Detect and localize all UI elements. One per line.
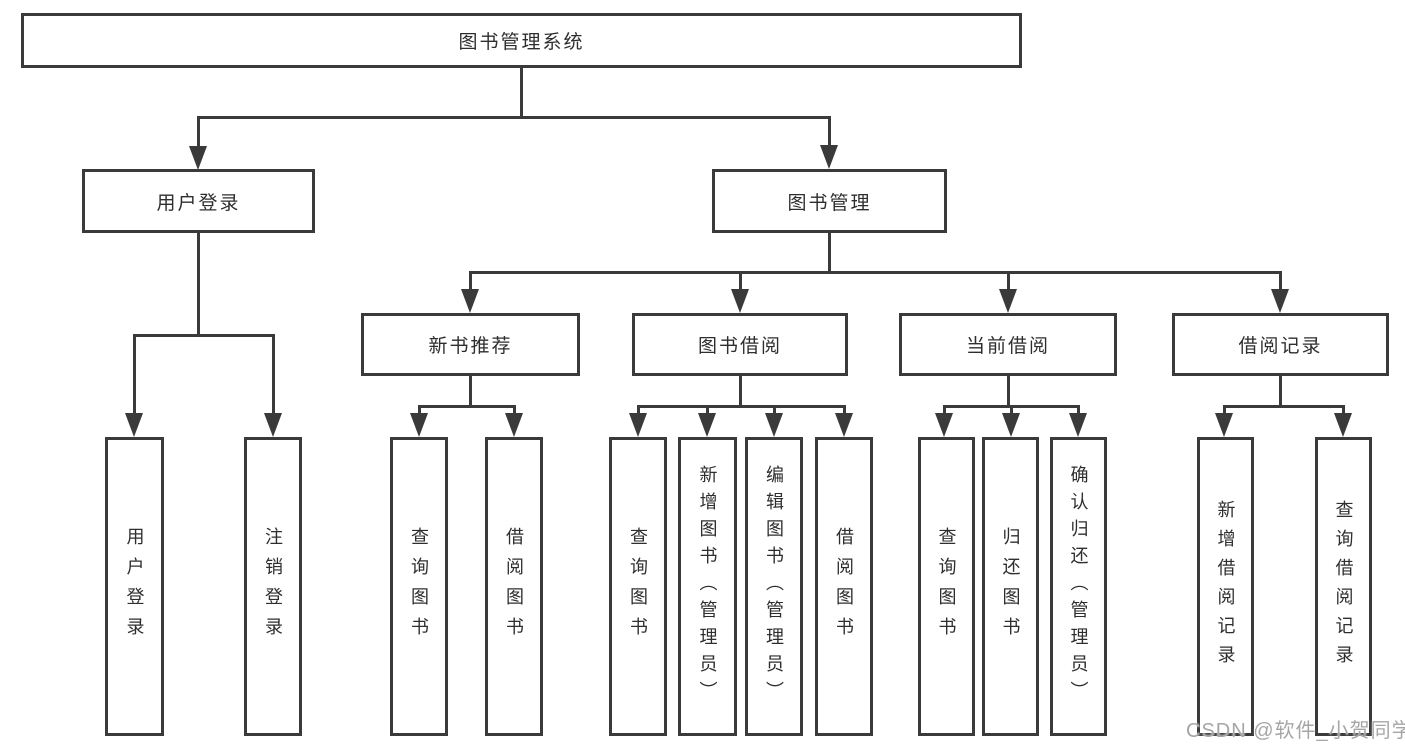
arrow-down-icon bbox=[999, 289, 1017, 313]
node-label: 查询图书 bbox=[409, 526, 429, 647]
arrow-down-icon bbox=[264, 413, 282, 437]
node-label: 查询图书 bbox=[628, 526, 648, 647]
connector-book-management-stem bbox=[828, 233, 831, 274]
node-label: 图书借阅 bbox=[697, 336, 782, 357]
connector-nbr-rail bbox=[418, 405, 516, 408]
connector-arrow-stem bbox=[1007, 271, 1010, 291]
arrow-down-icon bbox=[1334, 413, 1352, 437]
arrow-down-icon bbox=[1271, 289, 1289, 313]
leaf-user-login: 用户登录 bbox=[105, 437, 164, 736]
connector-cb-stem bbox=[1007, 376, 1010, 407]
node-label: 新书推荐 bbox=[428, 336, 513, 357]
arrow-down-icon bbox=[629, 413, 647, 437]
leaf-br-query-record: 查询借阅记录 bbox=[1315, 437, 1372, 736]
node-label: 确认归还（管理员） bbox=[1068, 465, 1089, 708]
connector-arrow-stem bbox=[272, 334, 275, 416]
connector-arrow-stem bbox=[1077, 405, 1080, 419]
arrow-down-icon bbox=[410, 413, 428, 437]
arrow-down-icon bbox=[1069, 413, 1087, 437]
leaf-bb-edit-books-admin: 编辑图书（管理员） bbox=[745, 437, 803, 736]
node-label: 当前借阅 bbox=[965, 336, 1050, 357]
leaf-logout: 注销登录 bbox=[244, 437, 302, 736]
arrow-down-icon bbox=[765, 413, 783, 437]
node-label: 查询借阅记录 bbox=[1333, 499, 1354, 674]
leaf-bb-borrow-books: 借阅图书 bbox=[815, 437, 873, 736]
node-label: 用户登录 bbox=[124, 526, 145, 647]
node-label: 查询图书 bbox=[936, 526, 957, 647]
connector-bb-rail bbox=[637, 405, 846, 408]
arrow-down-icon bbox=[505, 413, 523, 437]
connector-arrow-stem bbox=[418, 405, 421, 419]
node-book-borrowing: 图书借阅 bbox=[632, 313, 848, 376]
node-label: 借阅图书 bbox=[834, 526, 854, 647]
connector-arrow-stem bbox=[1279, 271, 1282, 291]
connector-arrow-stem bbox=[1223, 405, 1226, 419]
arrow-down-icon bbox=[731, 289, 749, 313]
connector-arrow-stem bbox=[828, 116, 831, 150]
node-label: 图书管理系统 bbox=[458, 32, 585, 53]
connector-arrow-stem bbox=[469, 271, 472, 291]
arrow-down-icon bbox=[125, 413, 143, 437]
node-label: 归还图书 bbox=[1000, 526, 1021, 647]
connector-user-login-rail bbox=[133, 334, 275, 337]
arrow-down-icon bbox=[461, 289, 479, 313]
leaf-nbr-borrow-books: 借阅图书 bbox=[485, 437, 543, 736]
arrow-down-icon bbox=[820, 145, 838, 169]
node-label: 借阅图书 bbox=[504, 526, 524, 647]
node-new-book-recommendation: 新书推荐 bbox=[361, 313, 580, 376]
connector-user-login-stem bbox=[197, 233, 200, 336]
node-current-borrowing: 当前借阅 bbox=[899, 313, 1117, 376]
connector-bb-stem bbox=[739, 376, 742, 407]
csdn-watermark: CSDN @软件_小贺同学 bbox=[1186, 720, 1405, 742]
leaf-cb-confirm-return-admin: 确认归还（管理员） bbox=[1050, 437, 1107, 736]
leaf-bb-query-books: 查询图书 bbox=[609, 437, 667, 736]
node-user-login: 用户登录 bbox=[82, 169, 315, 233]
connector-arrow-stem bbox=[637, 405, 640, 419]
leaf-cb-return-books: 归还图书 bbox=[982, 437, 1039, 736]
node-label: 注销登录 bbox=[263, 526, 283, 647]
arrow-down-icon bbox=[1215, 413, 1233, 437]
arrow-down-icon bbox=[1002, 413, 1020, 437]
arrow-down-icon bbox=[189, 146, 207, 170]
node-book-management: 图书管理 bbox=[712, 169, 947, 233]
leaf-nbr-query-books: 查询图书 bbox=[390, 437, 448, 736]
connector-nbr-stem bbox=[469, 376, 472, 407]
connector-arrow-stem bbox=[843, 405, 846, 419]
node-label: 编辑图书（管理员） bbox=[764, 465, 784, 708]
node-label: 新增借阅记录 bbox=[1215, 499, 1236, 674]
leaf-cb-query-books: 查询图书 bbox=[918, 437, 975, 736]
arrow-down-icon bbox=[835, 413, 853, 437]
leaf-bb-add-books-admin: 新增图书（管理员） bbox=[678, 437, 737, 736]
connector-arrow-stem bbox=[513, 405, 516, 419]
connector-br-rail bbox=[1223, 405, 1345, 408]
connector-br-stem bbox=[1279, 376, 1282, 407]
connector-book-management-rail bbox=[469, 271, 1282, 274]
connector-arrow-stem bbox=[943, 405, 946, 419]
node-borrowing-records: 借阅记录 bbox=[1172, 313, 1389, 376]
connector-root-stem bbox=[520, 68, 523, 117]
leaf-br-add-record: 新增借阅记录 bbox=[1197, 437, 1254, 736]
arrow-down-icon bbox=[935, 413, 953, 437]
connector-root-rail bbox=[197, 116, 831, 119]
connector-arrow-stem bbox=[739, 271, 742, 291]
connector-arrow-stem bbox=[1342, 405, 1345, 419]
connector-arrow-stem bbox=[197, 116, 200, 150]
node-label: 图书管理 bbox=[787, 192, 872, 214]
node-library-management-system: 图书管理系统 bbox=[21, 13, 1022, 68]
connector-arrow-stem bbox=[133, 334, 136, 416]
node-label: 新增图书（管理员） bbox=[697, 465, 718, 708]
node-label: 借阅记录 bbox=[1238, 336, 1323, 357]
connector-arrow-stem bbox=[706, 405, 709, 419]
node-label: 用户登录 bbox=[156, 192, 241, 214]
arrow-down-icon bbox=[698, 413, 716, 437]
connector-arrow-stem bbox=[1010, 405, 1013, 419]
connector-arrow-stem bbox=[773, 405, 776, 419]
